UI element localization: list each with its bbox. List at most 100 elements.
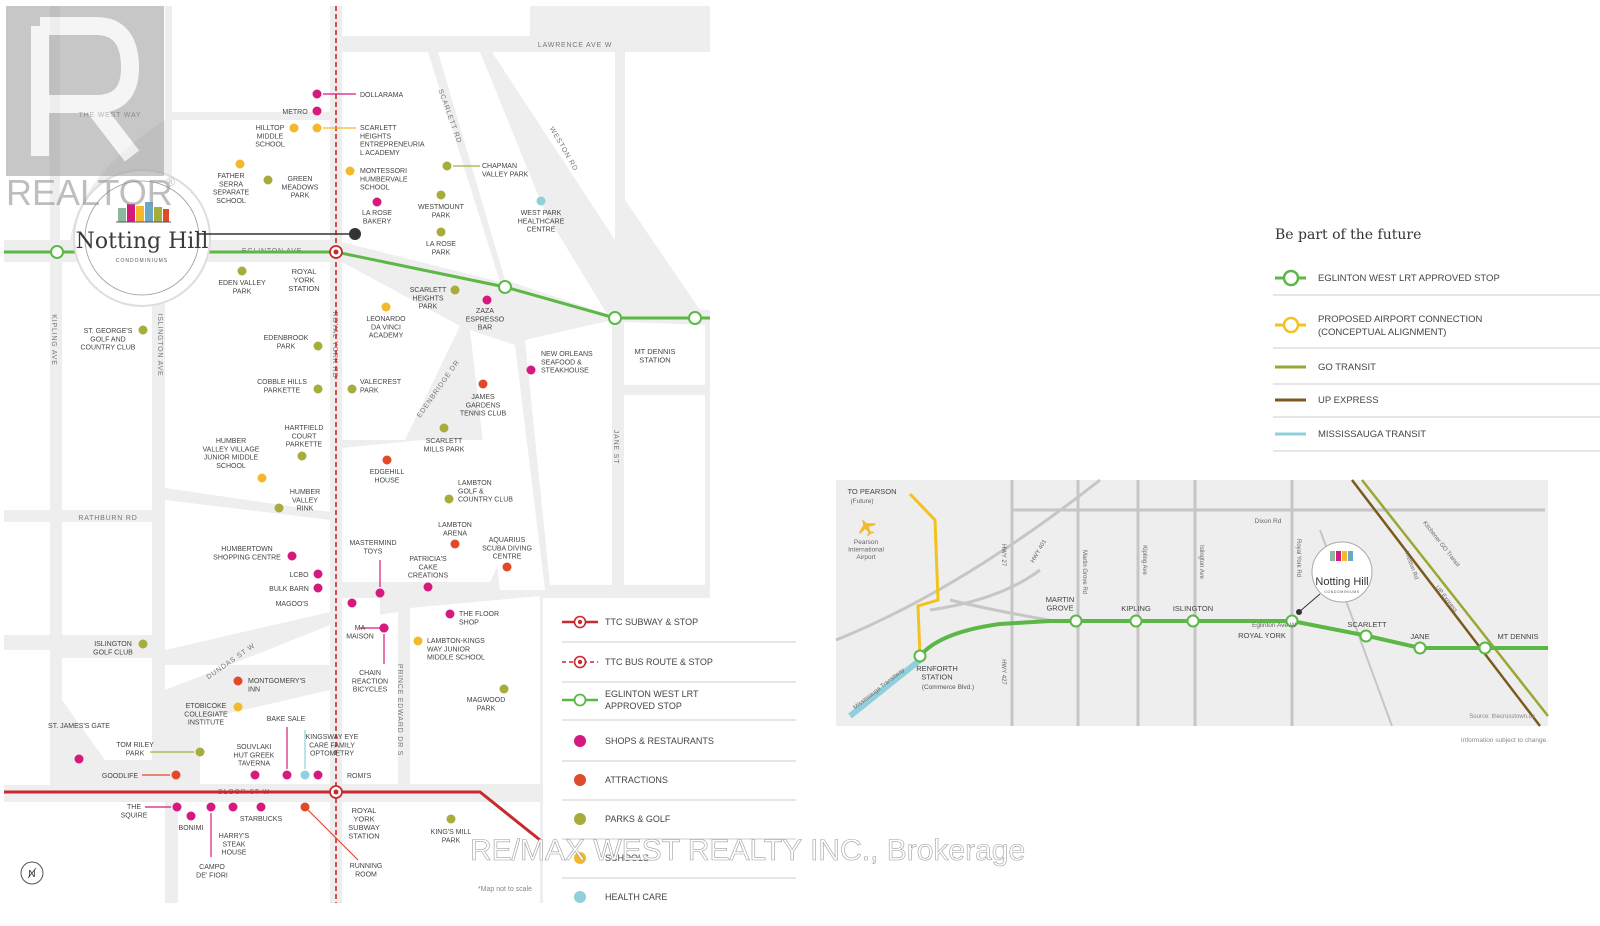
lrt-stop-icon — [498, 280, 512, 294]
poi-label: MAGOO'S — [276, 601, 309, 608]
bus-stop-dot — [333, 249, 339, 255]
legend-label: TTC BUS ROUTE & STOP — [605, 657, 713, 667]
bloor-subway-line — [4, 790, 541, 842]
lrt-stop-icon — [1359, 629, 1373, 643]
poi-label: ST. JAMES'S GATE — [48, 723, 110, 730]
poi-label: GOODLIFE — [102, 773, 139, 780]
lrt-stop-icon — [1282, 269, 1300, 287]
future-label: GO TRANSIT — [1318, 362, 1376, 373]
legend-item-attraction: ATTRACTIONS — [562, 774, 796, 801]
school-dot-icon — [235, 159, 245, 169]
up-express-line — [1351, 479, 1541, 727]
attraction-dot-icon — [450, 539, 460, 549]
inset-road-hwy427: HWY 427 — [1000, 659, 1006, 685]
inset-road-kipling: Kipling Ave — [1141, 545, 1147, 575]
school-dot-icon — [574, 852, 586, 864]
city-block — [470, 330, 545, 590]
attraction-dot-icon — [502, 562, 512, 572]
shop-dot-icon — [482, 295, 492, 305]
inset-source: Source: thecrosstown.ca — [1469, 714, 1535, 720]
city-block — [4, 802, 165, 903]
shop-dot-icon — [74, 754, 84, 764]
shop-dot-icon — [313, 569, 323, 579]
park-dot-icon — [436, 227, 446, 237]
city-block — [178, 802, 330, 903]
future-transit-legend: Be part of the future EGLINTON WEST LRT … — [1273, 227, 1600, 452]
park-dot-icon — [237, 266, 247, 276]
attraction-dot-icon — [233, 676, 243, 686]
compass-label: N — [28, 869, 35, 880]
inset-logo-pointer — [1298, 593, 1321, 613]
street-label-prince-edward: PRINCE EDWARD DR S — [396, 664, 403, 756]
city-block — [625, 52, 710, 310]
street-label-royal-york: ROYAL YORK RD — [331, 311, 338, 378]
street-label-jane: JANE ST — [612, 430, 619, 464]
poi-magoos: MAGOO'S — [276, 598, 357, 608]
park-dot-icon — [444, 494, 454, 504]
lrt-stop-icon — [1478, 641, 1492, 655]
shop-dot-icon — [256, 802, 266, 812]
inset-stop-mt-dennis: MT DENNIS — [1497, 632, 1538, 641]
shop-dot-icon — [186, 811, 196, 821]
lrt-stop-icon — [608, 311, 622, 325]
legend-panel — [543, 598, 799, 903]
park-dot-icon — [439, 423, 449, 433]
park-dot-icon — [450, 285, 460, 295]
legend-item-health: HEALTH CARE — [574, 891, 667, 903]
lrt-stop-icon — [1285, 614, 1299, 628]
attraction-dot-icon — [478, 379, 488, 389]
city-block — [200, 690, 330, 784]
inset-stop-renforth-sub: (Commerce Blvd.) — [922, 684, 974, 691]
inset-road-dixon: Dixon Rd — [1255, 518, 1282, 525]
city-block — [624, 395, 705, 585]
shop-dot-icon — [228, 802, 238, 812]
city-block — [62, 658, 152, 760]
lrt-stop-icon — [50, 245, 64, 259]
school-dot-icon — [233, 702, 243, 712]
logo-sub: CONDOMINIUMS — [116, 258, 168, 264]
city-block — [342, 6, 530, 36]
poi-leader — [304, 806, 359, 861]
health-dot-icon — [300, 770, 310, 780]
school-dot-icon — [413, 636, 423, 646]
poi-metro: METRO — [282, 106, 322, 116]
shop-dot-icon — [172, 802, 182, 812]
inset-stop-jane: JANE — [1410, 632, 1429, 641]
subway-stop-dot — [333, 789, 339, 795]
